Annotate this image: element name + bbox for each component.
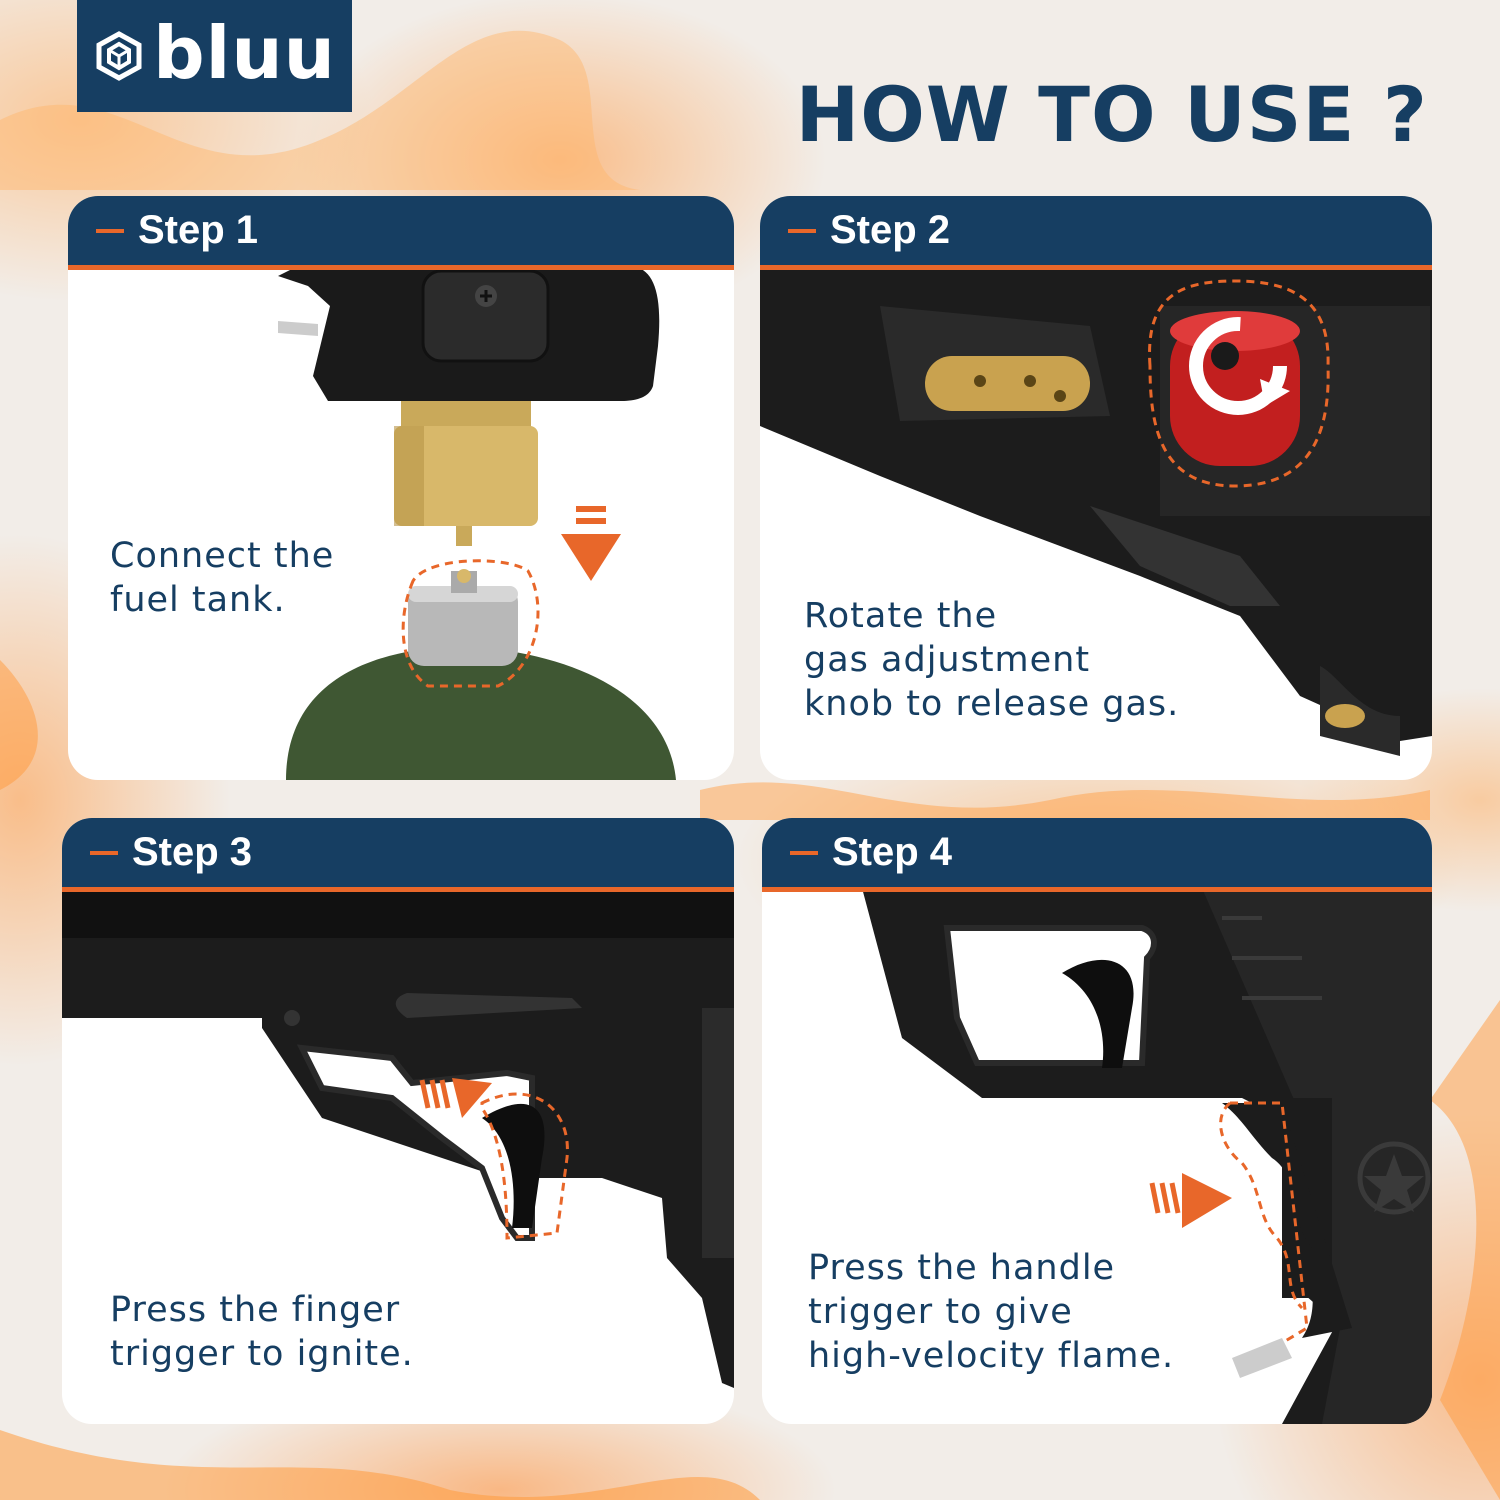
step-4-line-1: Press the handle — [808, 1248, 1116, 1288]
step-3-label: Step 3 — [132, 830, 253, 874]
step-2-description: Rotate the gas adjustment knob to releas… — [804, 594, 1179, 726]
step-4-card: Step 4 Press the handle trigger to give … — [762, 818, 1432, 1424]
header-dash — [96, 228, 124, 233]
gas-knob-illustration — [760, 256, 1432, 756]
brand-logo: bluu — [77, 0, 352, 112]
step-2-label: Step 2 — [830, 208, 951, 252]
step-4-header: Step 4 — [762, 818, 1432, 892]
step-3-header: Step 3 — [62, 818, 734, 892]
step-2-line-2: gas adjustment — [804, 640, 1091, 680]
header-dash — [788, 228, 816, 233]
header-dash — [90, 850, 118, 855]
step-2-line-1: Rotate the — [804, 596, 998, 636]
step-3-description: Press the finger trigger to ignite. — [110, 1288, 414, 1376]
step-3-line-1: Press the finger — [110, 1290, 401, 1330]
step-2-card: Step 2 Rotate the gas adjustment knob to… — [760, 196, 1432, 780]
step-4-line-2: trigger to give — [808, 1292, 1073, 1332]
finger-trigger-illustration — [62, 888, 734, 1388]
step-1-header: Step 1 — [68, 196, 734, 270]
handle-trigger-illustration — [762, 888, 1432, 1424]
step-3-line-2: trigger to ignite. — [110, 1334, 414, 1374]
step-4-line-3: high-velocity flame. — [808, 1336, 1175, 1376]
step-3-card: Step 3 Press the finger trigger to ignit… — [62, 818, 734, 1424]
fuel-tank-connector-illustration — [278, 266, 676, 780]
step-1-line-1: Connect the — [110, 536, 335, 576]
step-4-label: Step 4 — [832, 830, 953, 874]
header-dash — [790, 850, 818, 855]
step-1-description: Connect the fuel tank. — [110, 534, 334, 622]
step-4-description: Press the handle trigger to give high-ve… — [808, 1246, 1174, 1378]
step-2-header: Step 2 — [760, 196, 1432, 270]
brand-name: bluu — [153, 11, 336, 95]
cube-logo-icon — [96, 31, 142, 81]
page-title: HOW TO USE ? — [795, 70, 1428, 159]
step-1-label: Step 1 — [138, 208, 259, 252]
step-2-line-3: knob to release gas. — [804, 684, 1180, 724]
step-1-card: Step 1 Connect the fuel tank. — [68, 196, 734, 780]
step-1-line-2: fuel tank. — [110, 580, 286, 620]
